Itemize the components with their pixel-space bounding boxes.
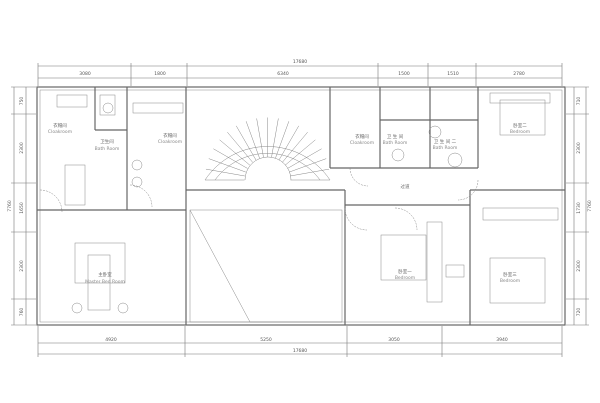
dim-left-total: 7760 — [7, 200, 13, 212]
dim-bottom-3: 3050 — [388, 337, 400, 343]
stair-tread — [236, 125, 257, 161]
svg-text:衣帽间: 衣帽间 — [53, 122, 67, 129]
svg-text:Bath Room: Bath Room — [95, 146, 120, 152]
stair-tread — [205, 168, 245, 177]
svg-text:衣帽间: 衣帽间 — [163, 132, 177, 139]
dim-right-total: 7760 — [587, 200, 593, 212]
stair-tread — [208, 158, 246, 173]
dim-left-5: 760 — [19, 308, 25, 317]
right-dimensions: 710 2300 1730 2300 720 7760 — [566, 86, 593, 326]
svg-text:Bedroom: Bedroom — [500, 278, 520, 284]
dim-bottom-4: 3940 — [496, 337, 508, 343]
stair-tread — [290, 168, 330, 177]
stair-tread — [275, 121, 290, 159]
dim-top-6: 2780 — [513, 71, 525, 77]
spiral-staircase — [204, 117, 331, 181]
dim-top-5: 1510 — [447, 71, 459, 77]
svg-text:Cloakroom: Cloakroom — [48, 129, 72, 135]
svg-text:主卧室: 主卧室 — [98, 271, 112, 278]
bottom-dimensions: 4920 5250 3050 3940 17680 — [37, 326, 563, 357]
dim-top-1: 3080 — [79, 71, 91, 77]
dim-left-3: 1650 — [19, 202, 25, 214]
svg-text:衣帽间: 衣帽间 — [355, 133, 369, 140]
stair-tread — [227, 131, 253, 163]
dim-top-2: 1800 — [154, 71, 166, 77]
dim-left-2: 2300 — [19, 142, 25, 154]
left-dimensions: 750 2300 1650 2300 760 7760 — [7, 86, 36, 326]
svg-text:卫 生 间: 卫 生 间 — [387, 133, 404, 140]
dim-bottom-2: 5250 — [260, 337, 272, 343]
stair-tread — [282, 131, 308, 163]
svg-text:卧室三: 卧室三 — [503, 271, 517, 278]
top-dimensions: 17680 3080 1800 6340 1500 1510 2780 — [37, 59, 563, 86]
room-corridor: 过道 — [401, 183, 410, 190]
svg-text:Master Bed Room: Master Bed Room — [85, 279, 125, 285]
stair-tread — [245, 121, 260, 159]
doors — [39, 167, 479, 231]
stair-tread — [287, 148, 322, 169]
stair-tread — [289, 158, 327, 173]
svg-text:卫 生 间 二: 卫 生 间 二 — [434, 138, 457, 145]
dim-bottom-1: 4920 — [105, 337, 117, 343]
svg-text:过道: 过道 — [401, 183, 410, 190]
svg-text:Bedroom: Bedroom — [395, 275, 415, 281]
dim-right-1: 710 — [576, 97, 582, 106]
stair-tread — [256, 118, 264, 158]
dim-right-3: 1730 — [576, 202, 582, 214]
svg-text:卧室二: 卧室二 — [513, 122, 527, 129]
stair-tread — [213, 148, 248, 169]
svg-text:Bedroom: Bedroom — [510, 129, 530, 135]
dim-left-4: 2300 — [19, 260, 25, 272]
svg-text:Bath Room: Bath Room — [433, 145, 458, 151]
stair-tread — [284, 139, 316, 166]
svg-text:Bath Room: Bath Room — [383, 140, 408, 146]
dim-top-total: 17680 — [293, 59, 307, 65]
dim-top-4: 1500 — [398, 71, 410, 77]
walls — [36, 86, 566, 326]
stair-tread — [271, 118, 279, 158]
svg-text:Cloakroom: Cloakroom — [350, 140, 374, 146]
dim-bottom-total: 17680 — [293, 348, 307, 354]
stair-tread — [219, 139, 251, 166]
svg-text:Cloakroom: Cloakroom — [158, 139, 182, 145]
dim-right-5: 720 — [576, 308, 582, 317]
void-opening — [189, 209, 343, 323]
dim-right-4: 2300 — [576, 260, 582, 272]
stair-tread — [278, 125, 299, 161]
furniture — [56, 92, 559, 314]
dim-left-1: 750 — [19, 97, 25, 106]
dim-top-3: 6340 — [277, 71, 289, 77]
svg-text:卧室一: 卧室一 — [398, 268, 412, 275]
svg-text:卫生间: 卫生间 — [100, 138, 114, 145]
dim-right-2: 2300 — [576, 142, 582, 154]
